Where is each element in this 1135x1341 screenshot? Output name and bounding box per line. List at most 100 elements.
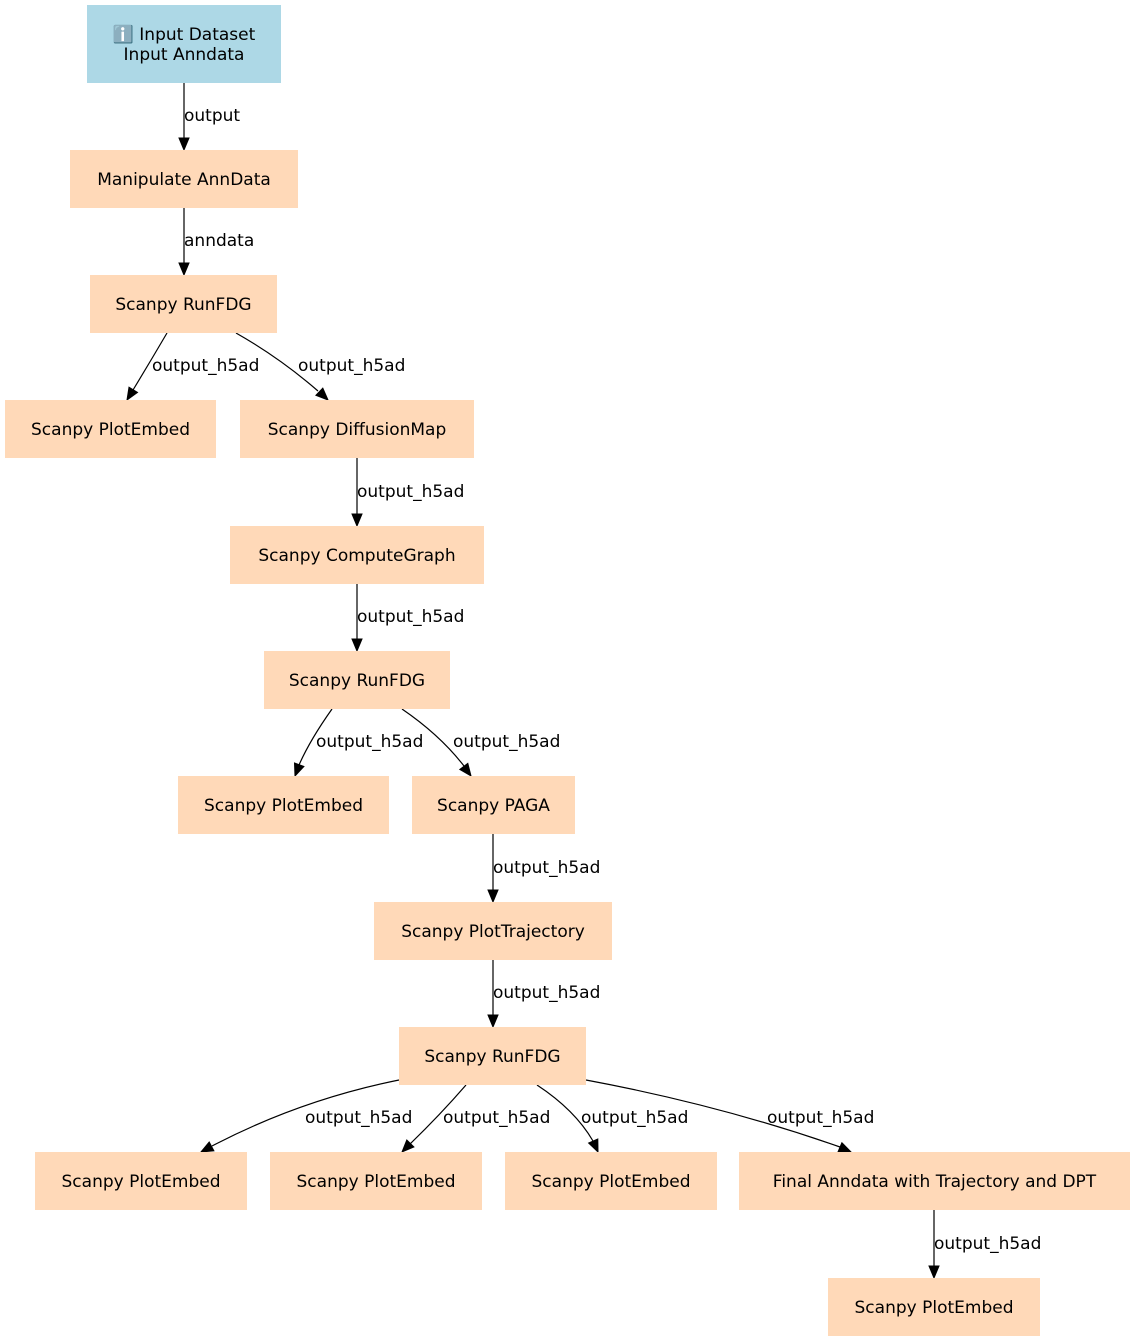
edge-label: output_h5ad	[316, 732, 423, 752]
edge-arrowhead	[126, 386, 139, 402]
node-title: Scanpy ComputeGraph	[258, 546, 455, 566]
edge-label: output_h5ad	[453, 732, 560, 752]
step-node-box	[270, 1152, 482, 1210]
step-node-box	[178, 776, 389, 834]
edge-n1-n2: anndata	[178, 208, 254, 277]
node-title: Scanpy PlotTrajectory	[401, 922, 585, 942]
node-title: Scanpy PlotEmbed	[855, 1298, 1014, 1318]
step-node-box	[230, 526, 484, 584]
node-title: Scanpy RunFDG	[424, 1047, 560, 1067]
edge-line	[409, 1084, 467, 1145]
node-n5[interactable]: Scanpy ComputeGraph	[230, 526, 484, 584]
edge-n5-n6: output_h5ad	[351, 584, 464, 653]
node-title: Scanpy PlotEmbed	[31, 420, 190, 440]
node-title: Scanpy PlotEmbed	[62, 1172, 221, 1192]
step-node-box	[5, 400, 216, 458]
edge-label: output_h5ad	[152, 356, 259, 376]
edge-n8-n9: output_h5ad	[487, 834, 600, 904]
edge-line	[235, 332, 319, 392]
input-node-box	[87, 5, 281, 83]
node-n8[interactable]: Scanpy PAGA	[412, 776, 575, 834]
edge-arrowhead	[587, 1138, 599, 1154]
node-n2[interactable]: Scanpy RunFDG	[90, 275, 277, 333]
edge-label: output_h5ad	[767, 1108, 874, 1128]
step-node-box	[399, 1027, 586, 1085]
edge-label: anndata	[184, 231, 254, 251]
step-node-box	[90, 275, 277, 333]
node-n9[interactable]: Scanpy PlotTrajectory	[374, 902, 612, 960]
edge-label: output_h5ad	[298, 356, 405, 376]
edge-arrowhead	[293, 762, 305, 778]
edge-n6-n7: output_h5ad	[293, 708, 423, 778]
step-node-box	[412, 776, 575, 834]
node-n15[interactable]: Scanpy PlotEmbed	[828, 1278, 1040, 1336]
node-subtitle: Input Anndata	[124, 45, 245, 65]
info-icon: ℹ️	[113, 24, 134, 45]
edge-n2-n3: output_h5ad	[126, 332, 259, 402]
step-node-box	[70, 150, 298, 208]
edge-label: output_h5ad	[493, 858, 600, 878]
edge-arrowhead	[351, 638, 363, 653]
node-title: Scanpy DiffusionMap	[268, 420, 447, 440]
node-title: Scanpy PlotEmbed	[297, 1172, 456, 1192]
edge-arrowhead	[351, 513, 363, 528]
node-n14[interactable]: Final Anndata with Trajectory and DPT	[739, 1152, 1130, 1210]
edge-label: output_h5ad	[357, 482, 464, 502]
edge-label: output_h5ad	[493, 983, 600, 1003]
node-n6[interactable]: Scanpy RunFDG	[264, 651, 450, 709]
node-title: Scanpy RunFDG	[115, 295, 251, 315]
edge-n9-n10: output_h5ad	[487, 960, 600, 1029]
edge-n10-n13: output_h5ad	[536, 1084, 688, 1154]
edge-arrowhead	[199, 1141, 215, 1153]
edge-n4-n5: output_h5ad	[351, 458, 464, 528]
node-n11[interactable]: Scanpy PlotEmbed	[35, 1152, 247, 1210]
edge-arrowhead	[315, 387, 329, 401]
step-node-box	[264, 651, 450, 709]
step-node-box	[35, 1152, 247, 1210]
edge-line	[401, 708, 465, 767]
node-title: ℹ️ Input Dataset	[113, 24, 256, 45]
edge-arrowhead	[178, 262, 190, 277]
node-n3[interactable]: Scanpy PlotEmbed	[5, 400, 216, 458]
node-title: Scanpy PAGA	[437, 796, 550, 816]
edge-n14-n15: output_h5ad	[928, 1210, 1041, 1280]
node-n13[interactable]: Scanpy PlotEmbed	[505, 1152, 717, 1210]
step-node-box	[739, 1152, 1130, 1210]
node-n1[interactable]: Manipulate AnnData	[70, 150, 298, 208]
edge-n6-n8: output_h5ad	[401, 708, 560, 778]
edge-label: output_h5ad	[443, 1108, 550, 1128]
edge-label: output	[184, 106, 240, 126]
edge-arrowhead	[487, 1014, 499, 1029]
step-node-box	[374, 902, 612, 960]
node-n12[interactable]: Scanpy PlotEmbed	[270, 1152, 482, 1210]
edge-label: output_h5ad	[581, 1108, 688, 1128]
edge-arrowhead	[837, 1141, 853, 1153]
node-title-text: Input Dataset	[134, 25, 256, 45]
edge-line	[585, 1079, 841, 1148]
edge-line	[536, 1084, 594, 1142]
edge-arrowhead	[401, 1139, 415, 1153]
edge-n0-n1: output	[178, 83, 240, 152]
node-n4[interactable]: Scanpy DiffusionMap	[240, 400, 474, 458]
edge-n10-n14: output_h5ad	[585, 1079, 874, 1153]
edge-arrowhead	[487, 889, 499, 904]
node-title: Scanpy PlotEmbed	[532, 1172, 691, 1192]
node-title: Final Anndata with Trajectory and DPT	[773, 1172, 1097, 1192]
node-title: Manipulate AnnData	[97, 170, 271, 190]
edge-label: output_h5ad	[305, 1108, 412, 1128]
edge-arrowhead	[178, 137, 190, 152]
edge-n10-n11: output_h5ad	[199, 1079, 412, 1153]
node-n7[interactable]: Scanpy PlotEmbed	[178, 776, 389, 834]
edge-line	[132, 332, 168, 391]
node-n10[interactable]: Scanpy RunFDG	[399, 1027, 586, 1085]
edge-label: output_h5ad	[934, 1234, 1041, 1254]
edge-line	[298, 708, 333, 766]
step-node-box	[505, 1152, 717, 1210]
step-node-box	[828, 1278, 1040, 1336]
edge-n10-n12: output_h5ad	[401, 1084, 550, 1153]
edge-label: output_h5ad	[357, 607, 464, 627]
